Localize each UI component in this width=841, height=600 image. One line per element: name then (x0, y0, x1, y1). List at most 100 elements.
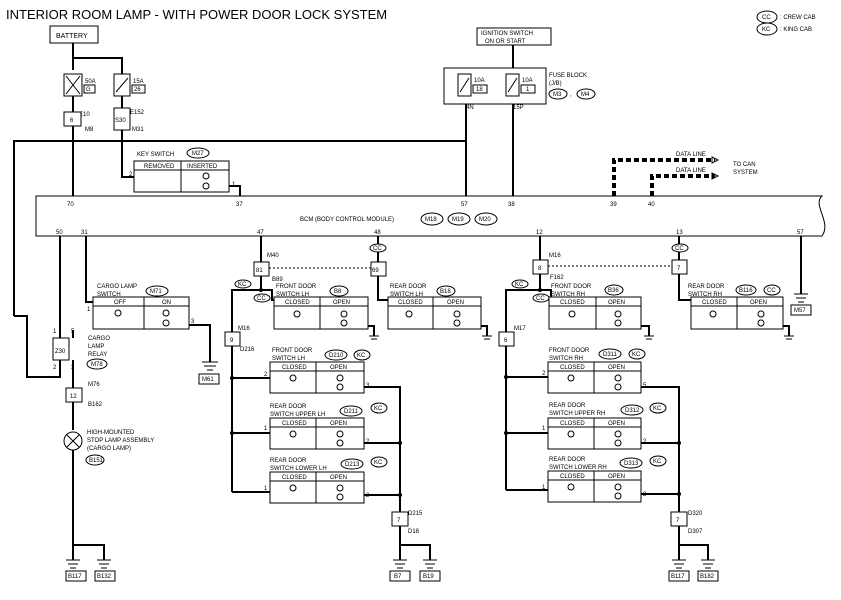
right-rukc-tag: KC (653, 406, 662, 412)
left-p7: 7 (397, 518, 401, 524)
rear-rh-cc-tag: CC (675, 246, 684, 252)
left-rlkc-l2: SWITCH LOWER LH (270, 466, 327, 472)
left-fd-conn: B8 (334, 289, 342, 295)
fuse-50a-amp: 50A (85, 79, 96, 85)
relay-l3: RELAY (88, 352, 107, 358)
conn-m31: M31 (132, 127, 144, 133)
key-switch-conn: M27 (192, 151, 204, 157)
right-fdkc-tag: KC (632, 352, 641, 358)
right-fdkc-l1: FRONT DOOR (549, 348, 590, 354)
left-rlkc-pin1: 1 (264, 486, 268, 492)
data-line-to1: TO CAN (733, 162, 756, 168)
ground-b117-left: B117 (68, 574, 82, 580)
data-line: DATA LINE DATA LINE TO CAN SYSTEM (612, 152, 758, 196)
bcm-pin-57b: 57 (797, 230, 804, 236)
left-d18: D18 (408, 529, 420, 535)
bcm-pin-47: 47 (257, 230, 264, 236)
conn-e10: E10 (79, 112, 90, 118)
right-door-section: M16 8 F162 CC FRONT DOOR SWITCH RH B36 C… (498, 236, 719, 582)
left-rukc-l2: SWITCH UPPER LH (270, 412, 325, 418)
pin-12: 12 (70, 394, 77, 400)
cargo-lamp-section: CARGO LAMP SWITCH M71 OFF ON 1 3 M61 Z30… (14, 236, 220, 560)
bcm-pin-70: 70 (67, 202, 74, 208)
bcm-pin-48: 48 (374, 230, 381, 236)
right-rlkc-conn: D313 (624, 461, 639, 467)
data-line-label2: DATA LINE (676, 168, 706, 174)
battery-label: BATTERY (56, 33, 88, 40)
diagram-title: INTERIOR ROOM LAMP - WITH POWER DOOR LOC… (6, 7, 387, 22)
left-fd-closed: CLOSED (285, 300, 310, 306)
legend-kc-code: KC (762, 27, 771, 33)
bcm-pin-38: 38 (508, 202, 515, 208)
left-rlkc-conn: D213 (345, 462, 360, 468)
right-fdkc-l2: SWITCH RH (549, 356, 583, 362)
rear-rh-cc-tag2: CC (767, 288, 776, 294)
pin-6: 6 (70, 118, 74, 124)
relay-l1: CARGO (88, 336, 110, 342)
right-rlkc-l1: REAR DOOR (549, 457, 586, 463)
right-m16: M16 (549, 253, 561, 259)
key-switch-inserted: INSERTED (187, 164, 218, 170)
right-rlkc-closed: CLOSED (560, 474, 585, 480)
bcm-pin-50: 50 (56, 230, 63, 236)
left-p9: 9 (230, 338, 234, 344)
left-fdkc-open: OPEN (330, 365, 347, 371)
right-fd-closed: CLOSED (560, 300, 585, 306)
relay-l2: LAMP (88, 344, 104, 350)
right-d320: D320 (688, 511, 703, 517)
right-p7: 7 (676, 518, 680, 524)
legend: CC : CREW CAB KC : KING CAB (756, 10, 816, 36)
right-m17: M17 (514, 326, 526, 332)
fuse-10a-1-amp: 10A (474, 78, 485, 84)
left-rukc-closed: CLOSED (282, 421, 307, 427)
left-rlkc-closed: CLOSED (282, 475, 307, 481)
cargo-lamp-relay (52, 337, 70, 361)
left-rlkc-l1: REAR DOOR (270, 458, 307, 464)
left-fdkc-tag: KC (357, 353, 366, 359)
fuse-15a-amp: 15A (133, 79, 144, 85)
bcm-conn-m19: M19 (452, 217, 464, 223)
left-rukc-open: OPEN (330, 421, 347, 427)
stop-lamp-conn: B151 (89, 458, 104, 464)
relay-pin1: 1 (53, 329, 57, 335)
key-switch: KEY SWITCH M27 REMOVED INSERTED 2 1 (129, 147, 241, 196)
left-b89: B89 (272, 277, 283, 283)
cargo-switch-ground: M61 (202, 377, 214, 383)
rear-rh-open: OPEN (750, 300, 767, 306)
fuse-15a-num: 26 (134, 87, 141, 93)
ground-b132: B132 (97, 574, 112, 580)
cargo-switch-l2: SWITCH (97, 292, 121, 298)
bcm-conn-m20: M20 (479, 217, 491, 223)
conn-e152: E152 (130, 110, 145, 116)
left-rlkc-open: OPEN (330, 475, 347, 481)
left-p81: 81 (256, 268, 263, 274)
cargo-switch-pin3: 3 (191, 319, 195, 325)
right-p6: 6 (504, 338, 508, 344)
legend-cc-text: : CREW CAB (780, 15, 816, 21)
key-switch-pin2: 2 (129, 172, 133, 178)
right-rukc-closed: CLOSED (560, 421, 585, 427)
left-rd-l2: SWITCH LH (390, 292, 423, 298)
right-rlkc-pin1: 1 (542, 485, 546, 491)
ignition-line1: IGNITION SWITCH (481, 31, 533, 37)
fuse-block-line2: (J/B) (549, 81, 562, 87)
left-rd-open: OPEN (447, 300, 464, 306)
conn-b162: B162 (88, 402, 103, 408)
right-rlkc-tag: KC (653, 459, 662, 465)
bcm-pin-39: 39 (610, 202, 617, 208)
stop-lamp-l2: STOP LAMP ASSEMBLY (87, 438, 154, 444)
left-rukc-pin1: 1 (264, 426, 268, 432)
left-cc-tag2: CC (373, 246, 382, 252)
cargo-switch-pin1: 1 (87, 307, 91, 313)
data-line-to2: SYSTEM (733, 170, 758, 176)
left-rd-closed: CLOSED (398, 300, 423, 306)
right-ground-b117: B117 (671, 574, 685, 580)
right-fd-l2: SWITCH RH (551, 292, 585, 298)
legend-cc-code: CC (762, 15, 771, 21)
left-rukc-tag: KC (374, 406, 383, 412)
cargo-switch-conn: M71 (150, 289, 162, 295)
left-kc-tag: KC (238, 282, 247, 288)
right-rukc-conn: D312 (625, 408, 640, 414)
right-fd-open: OPEN (608, 300, 625, 306)
